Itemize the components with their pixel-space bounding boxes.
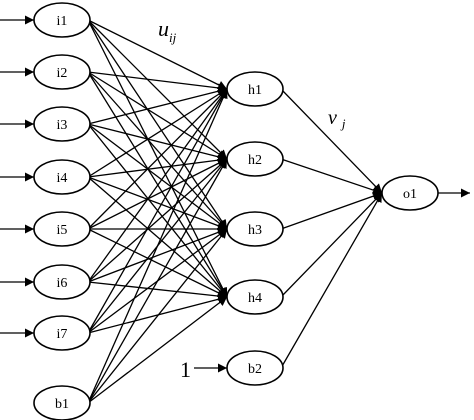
node-i1: i1 [33,2,91,38]
edge-i1-h3 [87,19,228,230]
node-i3: i3 [33,106,91,142]
bias-input-value: 1 [180,357,191,382]
node-o1: o1 [381,175,439,211]
edge-i4-h3 [87,176,228,231]
node-i7-shape [33,315,91,351]
node-h1-shape [226,71,284,107]
edge-i6-h4 [87,281,228,301]
node-i4: i4 [33,159,91,195]
node-i5-shape [33,211,91,247]
node-h1: h1 [226,71,284,107]
edge-i2-h3 [87,71,228,230]
weight-u-base: u [158,16,169,41]
node-i4-shape [33,159,91,195]
node-b1-label: b1 [55,397,69,412]
edge-i1-h1 [87,19,228,90]
node-i6-shape [33,264,91,300]
node-i3-label: i3 [57,118,68,133]
node-i5-label: i5 [57,223,68,238]
edge-i5-h1 [87,88,228,230]
edge-b1-h1 [87,88,228,404]
input-hidden-weight-label: uij [158,16,177,45]
node-o1-label: o1 [403,187,417,202]
edge-i6-h2 [87,158,228,283]
network-nodes: i1 i2 i3 i4 i5 i6 i7 b1 h1 h2 h3 h4 b2 o1 [33,2,439,420]
node-b2-label: b2 [248,362,262,377]
edge-b1-h4 [87,296,228,404]
edge-i3-h1 [87,86,228,125]
edge-h3-o1 [280,191,383,230]
edge-i4-h1 [87,88,228,178]
node-h3-label: h3 [248,223,262,238]
node-h3-shape [226,211,284,247]
edge-i6-h3 [87,228,228,283]
weight-u-subscript: ij [169,30,177,45]
node-i6-label: i6 [57,276,68,291]
connection-edges [0,15,470,404]
node-b2-shape [226,350,284,386]
edge-i6-h1 [87,88,228,283]
edge-i4-h2 [87,155,228,178]
edge-i5-h4 [87,228,228,298]
edge-i1-h2 [87,19,228,160]
edge-h4-o1 [280,192,383,298]
node-o1-shape [381,175,439,211]
edge-i4-h4 [87,176,228,298]
node-b1-shape [33,385,91,420]
edge-i5-h2 [87,158,228,230]
edge-i2-h1 [87,71,228,93]
node-i5: i5 [33,211,91,247]
weight-v-subscript: j [340,116,346,131]
edge-b1-h2 [87,158,228,404]
node-i7: i7 [33,315,91,351]
node-h2-label: h2 [248,153,262,168]
node-i7-label: i7 [57,327,68,342]
node-h2-shape [226,141,284,177]
edge-i3-h2 [87,123,228,162]
node-h2: h2 [226,141,284,177]
node-i1-label: i1 [57,14,68,29]
node-i2: i2 [33,54,91,90]
node-i4-label: i4 [57,171,68,186]
edge-b2-o1 [280,192,383,369]
edge-h2-o1 [280,158,383,195]
node-h3: h3 [226,211,284,247]
edge-i7-h1 [87,88,228,334]
edge-i3-h3 [87,123,228,230]
edge-b1-h3 [87,228,228,404]
node-h4-shape [226,279,284,315]
node-b2: b2 [226,350,284,386]
node-i2-label: i2 [57,66,68,81]
edge-i2-h2 [87,71,228,160]
edge-h1-o1 [280,88,383,194]
node-i1-shape [33,2,91,38]
node-i2-shape [33,54,91,90]
node-i3-shape [33,106,91,142]
node-b1: b1 [33,385,91,420]
node-h4-label: h4 [248,291,262,306]
weight-v-base: v [328,107,337,129]
node-i6: i6 [33,264,91,300]
node-h1-label: h1 [248,83,262,98]
node-h4: h4 [226,279,284,315]
